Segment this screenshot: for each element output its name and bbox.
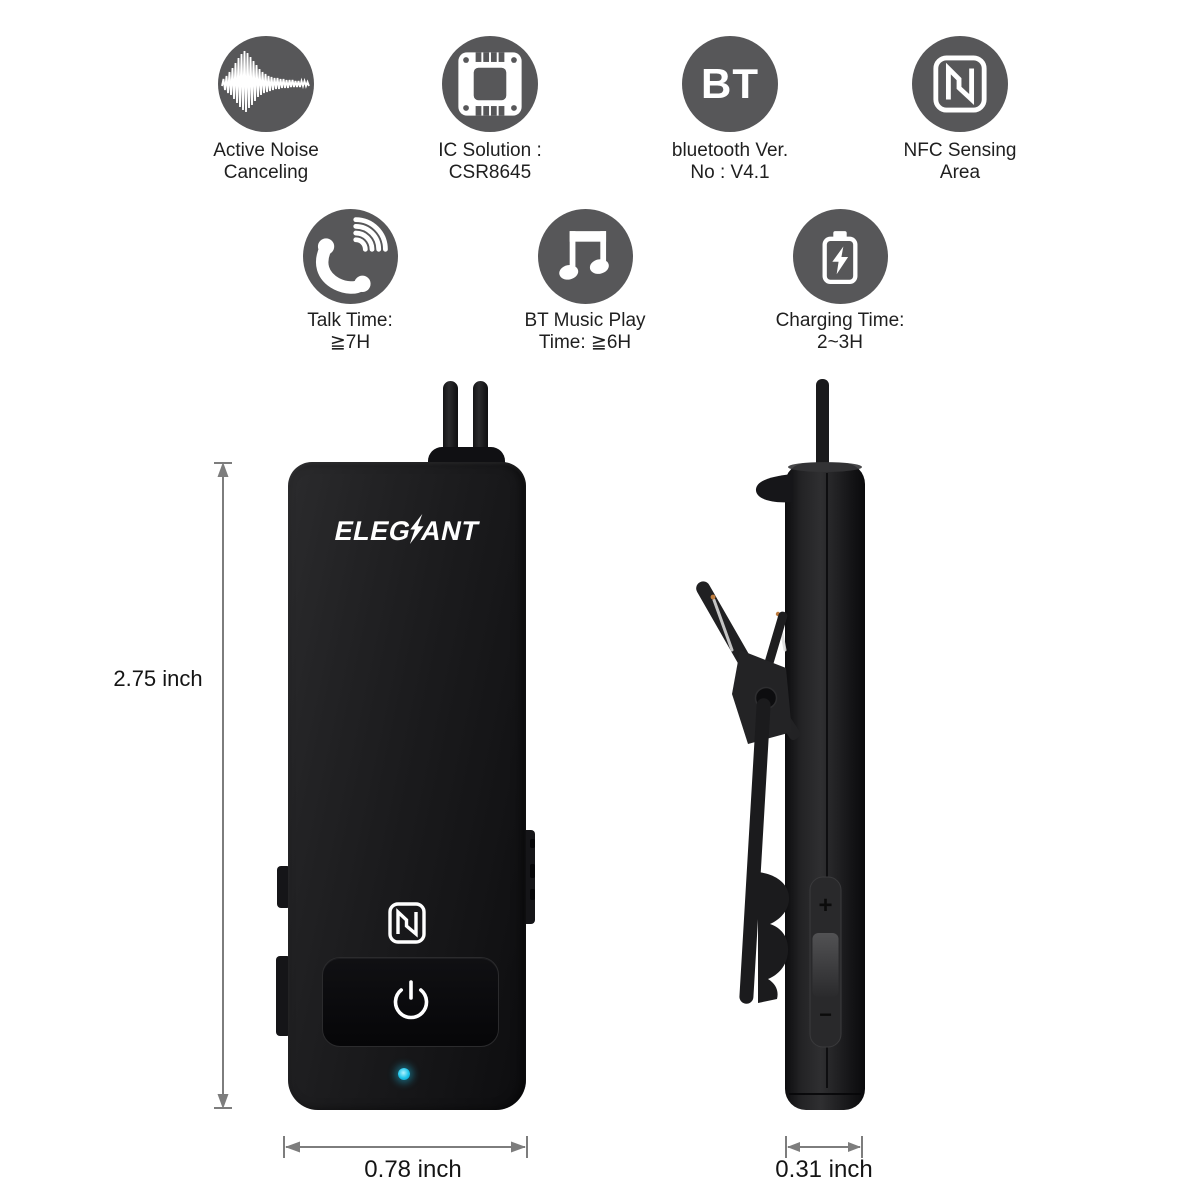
noise-waveform-icon [218, 36, 314, 132]
audio-cable-side [816, 379, 829, 474]
height-dimension-label: 2.75 inch [113, 666, 203, 691]
height-dimension-arrow [214, 462, 232, 1109]
battery-charging-icon [792, 209, 888, 304]
status-led [398, 1068, 410, 1080]
depth-dimension-arrow [785, 1136, 863, 1158]
feature-label: NFC Sensing Area [903, 140, 1017, 183]
rocker-nub [530, 864, 535, 878]
feature-bt-music-play-time: BT Music Play Time: ≧6H [470, 209, 700, 354]
feature-label: Talk Time: ≧7H [307, 310, 393, 353]
music-note-icon [537, 209, 633, 304]
feature-charging-time: Charging Time: 2~3H [725, 209, 955, 354]
feature-label: Active Noise Canceling [213, 140, 319, 183]
feature-nfc-sensing-area: NFC Sensing Area [845, 36, 1075, 184]
feature-bluetooth-version: BT bluetooth Ver. No : V4.1 [615, 36, 845, 184]
side-button-left-lower [276, 956, 291, 1036]
volume-minus-label: − [819, 1002, 832, 1027]
nfc-logo-icon [385, 900, 429, 951]
width-dimension-arrow [283, 1136, 528, 1158]
depth-dimension-label: 0.31 inch [775, 1156, 873, 1183]
phone-icon [302, 209, 398, 304]
side-button-left-upper [277, 866, 291, 908]
receiver-side-view: + − [696, 379, 865, 1110]
feature-label: bluetooth Ver. No : V4.1 [671, 140, 789, 183]
side-body [785, 463, 865, 1110]
feature-label: IC Solution : CSR8645 [438, 140, 542, 183]
feature-label: BT Music Play Time: ≧6H [524, 310, 646, 353]
feature-talk-time: Talk Time: ≧7H [235, 209, 465, 354]
nfc-logo-icon [912, 36, 1008, 132]
feature-ic-solution: IC Solution : CSR8645 [375, 36, 605, 184]
clip-top-hook [755, 474, 793, 503]
rocker-nub [530, 839, 535, 848]
spring-end [710, 594, 716, 600]
volume-slider-knob [812, 933, 839, 997]
ic-chip-icon [442, 36, 538, 132]
power-icon [393, 980, 428, 1020]
clip-jaw-arm [739, 698, 771, 1004]
lightning-bolt-icon [409, 514, 424, 544]
top-rim-highlight [788, 462, 862, 472]
clip-spring [712, 598, 734, 652]
bt-letters-icon: BT [682, 36, 778, 132]
volume-plus-label: + [818, 892, 832, 919]
feature-active-noise-canceling: Active Noise Canceling [151, 36, 381, 184]
feature-label: Charging Time: 2~3H [775, 310, 905, 353]
power-button [322, 957, 499, 1047]
rocker-nub [530, 889, 535, 900]
width-dimension-label: 0.78 inch [364, 1156, 462, 1183]
clip-grip-teeth [758, 872, 790, 1003]
